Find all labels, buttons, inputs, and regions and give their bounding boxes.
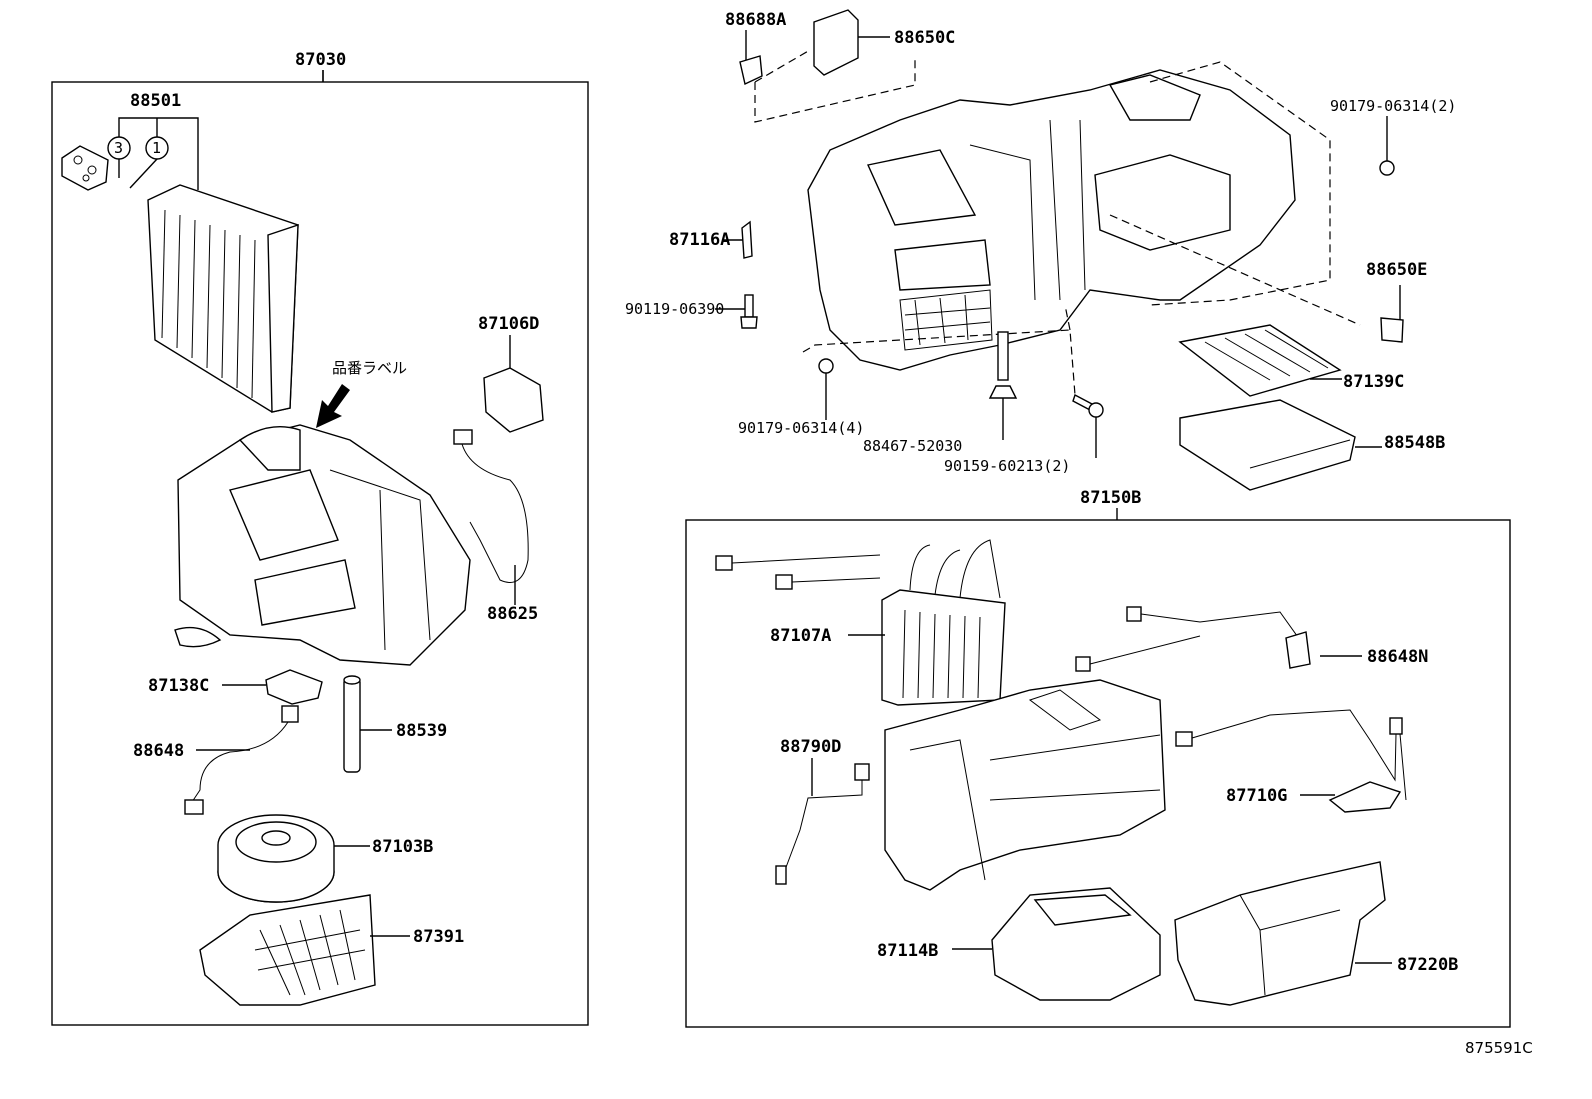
heater-core-part	[848, 539, 1006, 706]
label-88650C: 88650C	[894, 28, 955, 48]
label-arrow-icon	[316, 384, 350, 428]
label-87030: 87030	[295, 50, 346, 70]
label-90119-06390: 90119-06390	[625, 300, 724, 318]
filter-87139C-part	[1178, 324, 1342, 397]
label-90179-06314-2: 90179-06314(2)	[1330, 97, 1456, 115]
sensor-88790D-part	[775, 758, 870, 885]
harness-88625-part	[453, 429, 529, 605]
bracket-88688A-part	[739, 30, 763, 86]
hvac-unit-main-part	[807, 69, 1296, 371]
harness-88648N-part	[1075, 606, 1362, 672]
label-87139C: 87139C	[1343, 372, 1404, 392]
wire-88648-part	[184, 705, 299, 815]
label-88650E: 88650E	[1366, 260, 1427, 280]
label-88548B: 88548B	[1384, 433, 1445, 453]
label-88539: 88539	[396, 721, 447, 741]
case-87220B-part	[1174, 861, 1392, 1006]
label-90179-06314-4: 90179-06314(4)	[738, 419, 864, 437]
resistor-87138C-part	[222, 669, 323, 705]
label-87138C: 87138C	[148, 676, 209, 696]
bolt-90119-06390-part	[715, 294, 758, 329]
servo-87106D-part	[483, 335, 544, 433]
assembly-87150B-frame	[685, 519, 1511, 1028]
nut-90179-06314-4-part	[818, 358, 834, 420]
label-88688A: 88688A	[725, 10, 786, 30]
circle-1-text: 1	[152, 139, 161, 157]
case-88548B-part	[1179, 399, 1382, 491]
blower-motor-part	[217, 814, 370, 903]
switch-88650E-part	[1380, 285, 1404, 343]
label-87220B: 87220B	[1397, 955, 1458, 975]
diagram-id: 875591C	[1465, 1039, 1533, 1057]
heater-case-part	[884, 679, 1166, 891]
label-87107A: 87107A	[770, 626, 831, 646]
cover-87391-part	[199, 894, 410, 1006]
hvac-unit-part	[174, 424, 471, 666]
assembly-87030-frame	[51, 81, 589, 1026]
case-87114B-part	[952, 887, 1161, 1001]
clip-87116A-part	[722, 220, 753, 259]
part-number-label-note: 品番ラベル	[332, 359, 407, 377]
circle-3-text: 3	[114, 139, 123, 157]
nut-90179-06314-2-part	[1379, 116, 1395, 176]
label-87114B: 87114B	[877, 941, 938, 961]
grommet-88467-52030-part	[988, 331, 1018, 440]
relay-88650C-part	[813, 9, 890, 76]
label-90159-60213-2: 90159-60213(2)	[944, 457, 1070, 475]
label-87106D: 87106D	[478, 314, 539, 334]
label-87116A: 87116A	[669, 230, 730, 250]
label-88501: 88501	[130, 91, 181, 111]
harness-87710G-part	[1175, 709, 1407, 813]
label-87710G: 87710G	[1226, 786, 1287, 806]
duct-88539-part	[343, 675, 392, 773]
label-88467-52030: 88467-52030	[863, 437, 962, 455]
label-88625: 88625	[487, 604, 538, 624]
evaporator-part	[147, 184, 299, 413]
grommet-part	[61, 145, 109, 191]
screw-90159-60213-2-part	[1072, 393, 1104, 458]
label-87391: 87391	[413, 927, 464, 947]
label-88648: 88648	[133, 741, 184, 761]
harness-left-part	[715, 554, 881, 590]
label-87103B: 87103B	[372, 837, 433, 857]
label-87150B: 87150B	[1080, 488, 1141, 508]
label-88648N: 88648N	[1367, 647, 1428, 667]
label-88790D: 88790D	[780, 737, 841, 757]
